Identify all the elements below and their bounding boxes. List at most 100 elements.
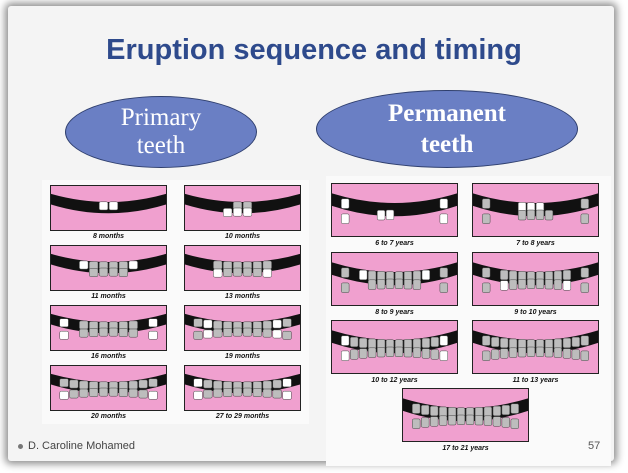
tooth (350, 349, 359, 360)
tooth (517, 279, 527, 290)
permanent-stage-caption: 9 to 10 years (514, 309, 557, 316)
tooth (430, 405, 439, 417)
slide-title: Eruption sequence and timing (106, 34, 522, 66)
tooth (412, 338, 422, 349)
tooth (482, 335, 491, 346)
teeth-illustration (51, 186, 166, 230)
tooth (535, 346, 545, 357)
tooth (341, 282, 350, 293)
tooth (341, 213, 350, 224)
tooth (69, 379, 79, 389)
tooth (367, 347, 377, 358)
permanent-stage-caption: 6 to 7 years (375, 240, 414, 247)
tooth (562, 280, 572, 291)
primary-stage-diagram (50, 185, 167, 231)
permanent-stage-diagram (402, 388, 529, 442)
tooth (89, 268, 99, 277)
tooth (282, 330, 292, 340)
tooth (242, 387, 253, 397)
tooth (482, 282, 491, 293)
tooth (108, 267, 119, 277)
tooth (213, 388, 223, 398)
tooth (148, 378, 158, 388)
tooth (203, 389, 213, 399)
tooth (262, 388, 272, 398)
permanent-stage-diagram (331, 320, 458, 374)
tooth (508, 279, 518, 290)
tooth (232, 327, 243, 337)
tooth (517, 210, 527, 221)
tooth (118, 268, 128, 277)
primary-stage-caption: 16 months (90, 353, 126, 360)
permanent-stage-diagram (472, 252, 599, 306)
tooth (571, 336, 580, 348)
page-number: 57 (588, 440, 601, 452)
tooth (59, 318, 69, 328)
tooth (213, 260, 223, 270)
tooth (282, 378, 292, 388)
primary-teeth-label: Primary teeth (65, 96, 257, 168)
tooth (412, 403, 421, 414)
tooth (359, 348, 368, 359)
tooth (491, 349, 500, 360)
permanent-stage-caption: 7 to 8 years (516, 240, 555, 247)
tooth (403, 279, 413, 290)
tooth (282, 390, 292, 400)
tooth (148, 330, 158, 340)
tooth (526, 346, 536, 357)
tooth (203, 329, 213, 339)
primary-stage-caption: 10 months (224, 233, 260, 240)
primary-stage-diagram (50, 245, 167, 291)
tooth (98, 327, 109, 337)
permanent-stage-diagram (472, 320, 599, 374)
tooth (203, 379, 213, 389)
tooth (544, 279, 554, 290)
tooth (252, 268, 262, 277)
tooth (439, 282, 448, 293)
tooth (394, 346, 404, 357)
tooth (562, 269, 572, 281)
teeth-illustration (185, 246, 300, 290)
tooth (242, 327, 253, 337)
teeth-illustration (185, 366, 300, 410)
tooth (482, 350, 491, 361)
tooth (439, 213, 448, 224)
tooth (193, 390, 203, 400)
tooth (108, 327, 119, 337)
tooth (367, 270, 377, 281)
tooth (553, 270, 563, 281)
tooth (213, 268, 223, 278)
tooth (367, 279, 377, 290)
tooth (213, 380, 223, 390)
tooth (412, 279, 422, 290)
primary-stage-caption: 8 months (92, 233, 125, 240)
tooth (359, 337, 368, 349)
tooth (394, 278, 404, 289)
permanent-label-line1: Permanent (387, 100, 507, 127)
primary-stage-diagram (184, 305, 301, 351)
tooth (272, 319, 282, 329)
teeth-illustration (51, 246, 166, 290)
tooth (553, 347, 563, 358)
tooth (483, 406, 493, 417)
tooth (430, 336, 439, 348)
tooth (138, 389, 148, 399)
tooth (193, 330, 203, 340)
tooth (272, 389, 282, 399)
teeth-illustration (185, 306, 300, 350)
tooth (59, 330, 69, 340)
primary-label-line2: teeth (136, 132, 186, 159)
tooth (341, 267, 350, 278)
tooth (223, 388, 233, 397)
tooth (98, 267, 109, 277)
tooth (341, 350, 350, 361)
tooth (508, 347, 518, 358)
tooth (108, 201, 119, 211)
tooth (138, 379, 148, 389)
tooth (482, 213, 491, 224)
tooth (69, 389, 79, 399)
tooth (421, 404, 430, 416)
tooth (447, 415, 457, 426)
primary-stage-caption: 11 months (91, 293, 126, 300)
tooth (341, 335, 350, 346)
